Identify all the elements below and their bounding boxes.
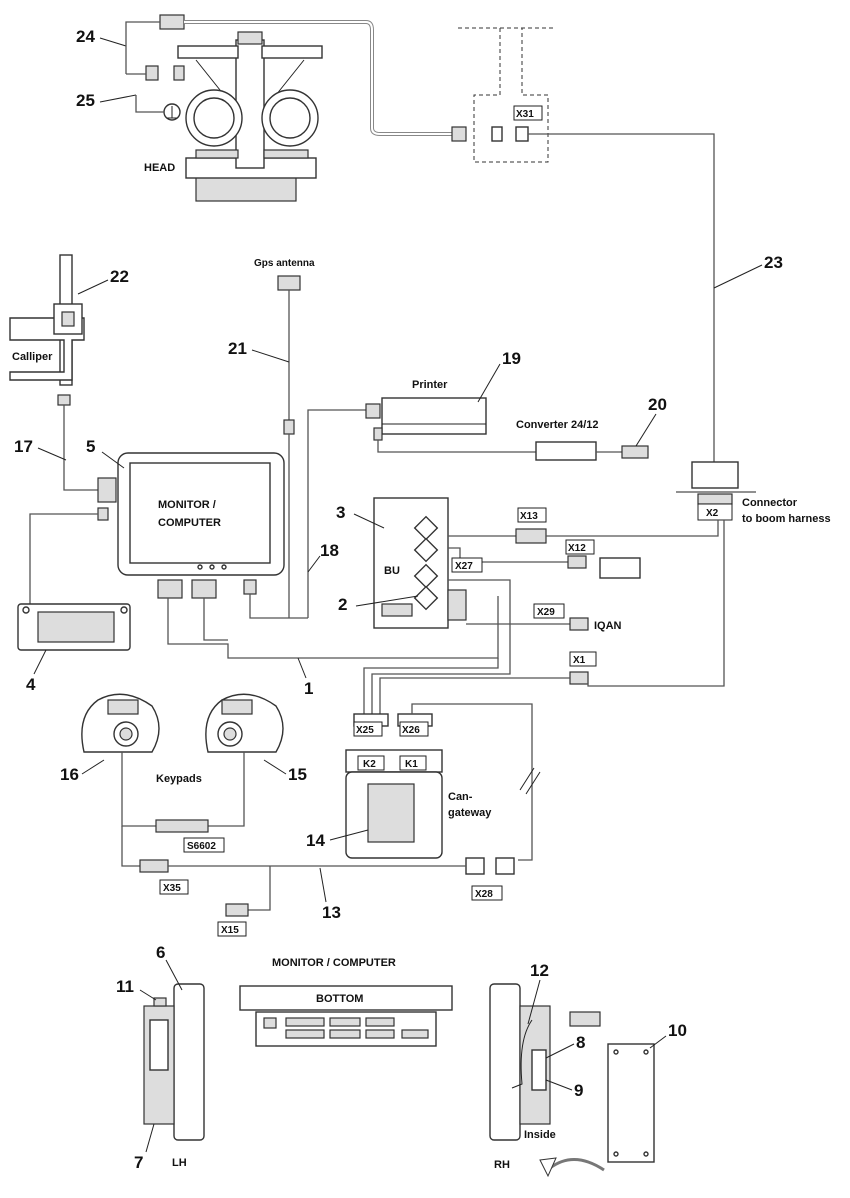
printer-label: Printer <box>412 379 448 391</box>
callout-16: 16 <box>60 765 79 784</box>
callout-11: 11 <box>116 977 134 996</box>
monitor-label-1: MONITOR / <box>158 499 216 511</box>
cangateway-label-1: Can- <box>448 791 473 803</box>
callout-23: 23 <box>764 253 783 272</box>
x29-label: X29 <box>537 607 555 618</box>
callout-4: 4 <box>26 675 36 694</box>
x27-label: X27 <box>455 561 473 572</box>
monitor-lh-view <box>143 983 205 1141</box>
callout-24: 24 <box>76 27 95 46</box>
callout-8: 8 <box>576 1033 585 1052</box>
calliper <box>9 254 85 406</box>
callout-15: 15 <box>288 765 307 784</box>
callout-22: 22 <box>110 267 129 286</box>
callout-18: 18 <box>320 541 339 560</box>
calliper-label: Calliper <box>12 351 53 363</box>
inside-label: Inside <box>524 1129 556 1141</box>
callout-25: 25 <box>76 91 95 110</box>
x31-plug <box>451 126 467 142</box>
head-label: HEAD <box>144 162 175 174</box>
battery <box>599 557 641 579</box>
x26-label: X26 <box>402 725 420 736</box>
cover-plate <box>607 1043 655 1163</box>
monitor-rh-view <box>489 983 601 1141</box>
keypads-label: Keypads <box>156 773 202 785</box>
x25-label: X25 <box>356 725 374 736</box>
iqan-label: IQAN <box>594 620 622 632</box>
x31-label: X31 <box>516 109 534 120</box>
x35-label: X35 <box>163 883 181 894</box>
callout-5: 5 <box>86 437 95 456</box>
converter-label: Converter 24/12 <box>516 419 599 431</box>
harvester-head <box>145 14 323 202</box>
bu-label: BU <box>384 565 400 577</box>
cangateway-label-2: gateway <box>448 807 492 819</box>
callout-9: 9 <box>574 1081 583 1100</box>
x1-label: X1 <box>573 655 586 666</box>
k2-label: K2 <box>363 759 376 770</box>
printer <box>365 397 487 441</box>
callout-14: 14 <box>306 831 325 850</box>
base-unit-bu <box>373 497 467 629</box>
keypad-left <box>81 693 160 753</box>
callout-20: 20 <box>648 395 667 414</box>
connector-label-1: Connector <box>742 497 798 509</box>
callout-1: 1 <box>304 679 313 698</box>
x31-tag <box>513 105 543 121</box>
callout-7: 7 <box>134 1153 143 1172</box>
monitor-label-2: COMPUTER <box>158 517 221 529</box>
s6602-label: S6602 <box>187 841 216 852</box>
keyboard <box>17 603 131 651</box>
connector-label-2: to boom harness <box>742 513 831 525</box>
x15-label: X15 <box>221 925 239 936</box>
monitor-computer-title: MONITOR / COMPUTER <box>272 957 396 969</box>
x28-label: X28 <box>475 889 493 900</box>
x13-label: X13 <box>520 511 538 522</box>
k1-label: K1 <box>405 759 418 770</box>
rh-label: RH <box>494 1159 510 1171</box>
lh-label: LH <box>172 1157 187 1169</box>
callout-10: 10 <box>668 1021 687 1040</box>
gps-antenna-label: Gps antenna <box>254 258 315 269</box>
callout-19: 19 <box>502 349 521 368</box>
callout-21: 21 <box>228 339 247 358</box>
converter <box>535 441 597 461</box>
callout-13: 13 <box>322 903 341 922</box>
callout-3: 3 <box>336 503 345 522</box>
x2-label: X2 <box>706 508 719 519</box>
bottom-label: BOTTOM <box>316 993 363 1005</box>
callout-2: 2 <box>338 595 347 614</box>
callout-12: 12 <box>530 961 549 980</box>
callout-6: 6 <box>156 943 165 962</box>
x2-tag <box>697 503 733 521</box>
keypad-right <box>205 693 284 753</box>
monitor-bottom-view <box>239 985 453 1047</box>
x12-label: X12 <box>568 543 586 554</box>
gps-antenna <box>277 275 301 291</box>
monitor-computer <box>97 452 285 599</box>
callout-17: 17 <box>14 437 33 456</box>
